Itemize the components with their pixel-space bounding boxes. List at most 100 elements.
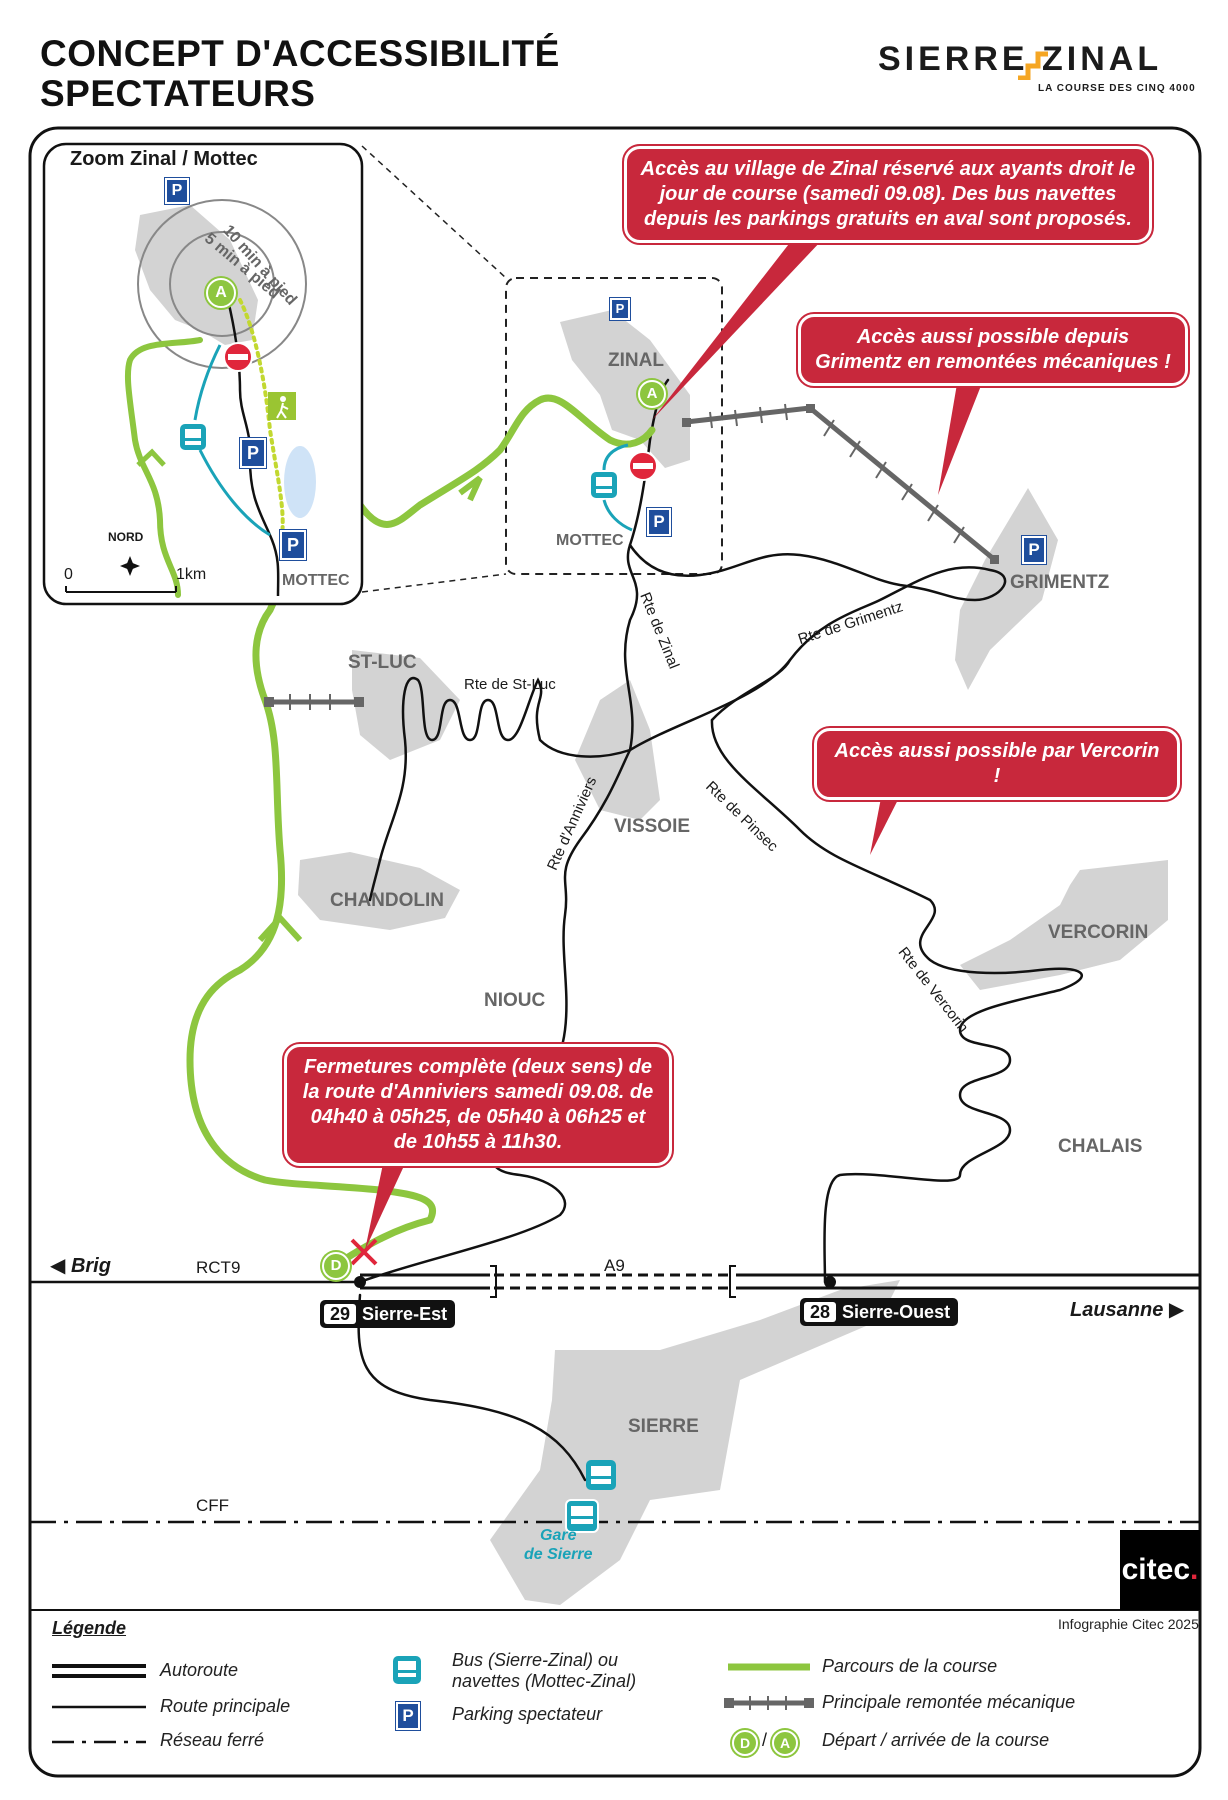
inset-parking-icon-top: P <box>164 177 190 205</box>
callout-grimentz-pointer <box>938 378 984 495</box>
legend-parking-icon: P <box>395 1701 421 1731</box>
road-to-sierre <box>357 1293 587 1482</box>
legend-start-finish: Départ / arrivée de la course <box>822 1730 1050 1750</box>
citec-logo-dot: . <box>1190 1553 1199 1586</box>
callout-closure: Fermetures complète (deux sens) de la ro… <box>282 1042 674 1168</box>
gare-bus-icon <box>565 1499 599 1533</box>
race-course-arrow-2 <box>458 475 483 502</box>
credit: Infographie Citec 2025 <box>1058 1616 1199 1632</box>
exit-29-number: 29 <box>324 1304 357 1324</box>
area-st-luc <box>352 650 460 760</box>
scale-end-label: 1km <box>176 566 207 583</box>
title-line-1: CONCEPT D'ACCESSIBILITÉ <box>40 33 560 74</box>
motorway-a9 <box>360 1265 1200 1298</box>
legend-route: Route principale <box>160 1696 291 1716</box>
place-niouc: NIOUC <box>484 990 546 1011</box>
zinal-parking-icon: P <box>609 297 631 321</box>
callout-zinal-access: Accès au village de Zinal réservé aux ay… <box>622 144 1154 245</box>
closure-cross-icon <box>350 1238 378 1266</box>
area-vercorin <box>960 860 1168 990</box>
direction-brig: ◀ Brig <box>50 1255 111 1277</box>
road-rte-pinsec <box>710 718 1084 1284</box>
place-chandolin: CHANDOLIN <box>330 890 444 911</box>
gare-label-line1: Gare <box>540 1527 577 1544</box>
direction-lausanne: Lausanne ▶ <box>1070 1299 1185 1321</box>
legend-bus: Bus (Sierre-Zinal) ou navettes (Mottec-Z… <box>452 1650 637 1691</box>
scale-start-label: 0 <box>64 566 73 583</box>
zinal-arrival-marker: A <box>638 380 666 408</box>
legend-slash: / <box>762 1730 768 1750</box>
road-rte-grimentz <box>628 543 1007 752</box>
zoom-connector-top <box>361 145 507 279</box>
label-rct9: RCT9 <box>196 1258 241 1277</box>
walk-ring-10min <box>137 199 307 369</box>
logo-name: SIERRE ZINAL <box>878 40 1163 78</box>
sierre-bus-icon <box>586 1460 616 1490</box>
place-chalais: CHALAIS <box>1058 1136 1143 1157</box>
legend-bus-icon <box>393 1656 421 1684</box>
map-frame <box>28 126 1202 1778</box>
inset-arrival-marker: A <box>206 278 236 308</box>
callout-grimentz: Accès aussi possible depuis Grimentz en … <box>796 312 1190 388</box>
inset-parking-icon-mottec: P <box>279 529 307 561</box>
area-chandolin <box>298 852 460 930</box>
exit-29-node <box>354 1276 366 1288</box>
inset-lake <box>284 446 316 518</box>
race-course-arrow-1 <box>257 913 303 943</box>
place-grimentz: GRIMENTZ <box>1010 572 1110 593</box>
place-sierre: SIERRE <box>628 1416 699 1437</box>
exit-29-name: Sierre-Est <box>362 1304 448 1324</box>
zinal-bus-icon <box>591 472 617 498</box>
race-course <box>186 394 656 1266</box>
inset-parking-icon-mid: P <box>239 437 267 469</box>
road-to-chandolin <box>368 858 382 902</box>
callout-zinal-pointer <box>652 240 822 420</box>
place-mottec: MOTTEC <box>556 532 624 549</box>
legend-d-marker: D <box>732 1730 758 1756</box>
zinal-no-entry-icon <box>628 451 658 481</box>
legend-rail: Réseau ferré <box>160 1730 265 1750</box>
label-cff: CFF <box>196 1496 230 1515</box>
compass-rose-icon <box>120 556 140 576</box>
exit-28-name: Sierre-Ouest <box>842 1302 951 1322</box>
exit-28-node <box>824 1276 836 1288</box>
zinal-zoom-box <box>505 277 723 575</box>
inset-mottec-label: MOTTEC <box>282 572 350 589</box>
place-zinal: ZINAL <box>608 350 664 371</box>
inset-course <box>124 337 203 598</box>
label-rte-st-luc: Rte de St-Luc <box>464 676 556 693</box>
legend-lift-symbol <box>724 1696 814 1710</box>
zinal-shuttle-arrow-down <box>602 499 633 532</box>
walk-ring-5min <box>169 231 275 337</box>
inset-walk-path <box>238 298 285 537</box>
legend-title: Légende <box>52 1618 127 1638</box>
inset-shuttle-up <box>193 344 222 421</box>
callout-closure-pointer <box>365 1140 416 1250</box>
legend-autoroute: Autoroute <box>160 1660 239 1680</box>
gare-label: Gare de Sierre <box>524 1526 592 1564</box>
area-vissoie <box>575 680 660 820</box>
inset-pedestrian-icon <box>268 392 296 420</box>
inset-course-arrow <box>136 448 166 467</box>
inset-box <box>42 142 364 606</box>
grimentz-parking-icon: P <box>1021 535 1047 565</box>
citec-logo: citec. <box>1120 1530 1200 1610</box>
inset-bus-icon <box>180 424 206 450</box>
label-a9: A9 <box>604 1256 625 1275</box>
page-title: CONCEPT D'ACCESSIBILITÉ SPECTATEURS <box>40 34 560 114</box>
grimentz-cable-lift <box>682 403 999 564</box>
legend-a-marker: A <box>772 1730 798 1756</box>
logo-stairs-icon <box>1018 51 1048 80</box>
departure-marker: D <box>322 1252 350 1280</box>
legend-course: Parcours de la course <box>822 1656 998 1676</box>
inset-shuttle-down <box>198 449 271 537</box>
mottec-parking-icon: P <box>646 507 672 537</box>
callout-vercorin: Accès aussi possible par Vercorin ! <box>812 726 1182 802</box>
road-rte-st-luc <box>378 676 632 862</box>
inset-village-area <box>135 205 258 345</box>
legend-lift: Principale remontée mécanique <box>822 1692 1076 1712</box>
place-vercorin: VERCORIN <box>1048 922 1149 943</box>
zoom-connector-bottom <box>361 573 507 593</box>
